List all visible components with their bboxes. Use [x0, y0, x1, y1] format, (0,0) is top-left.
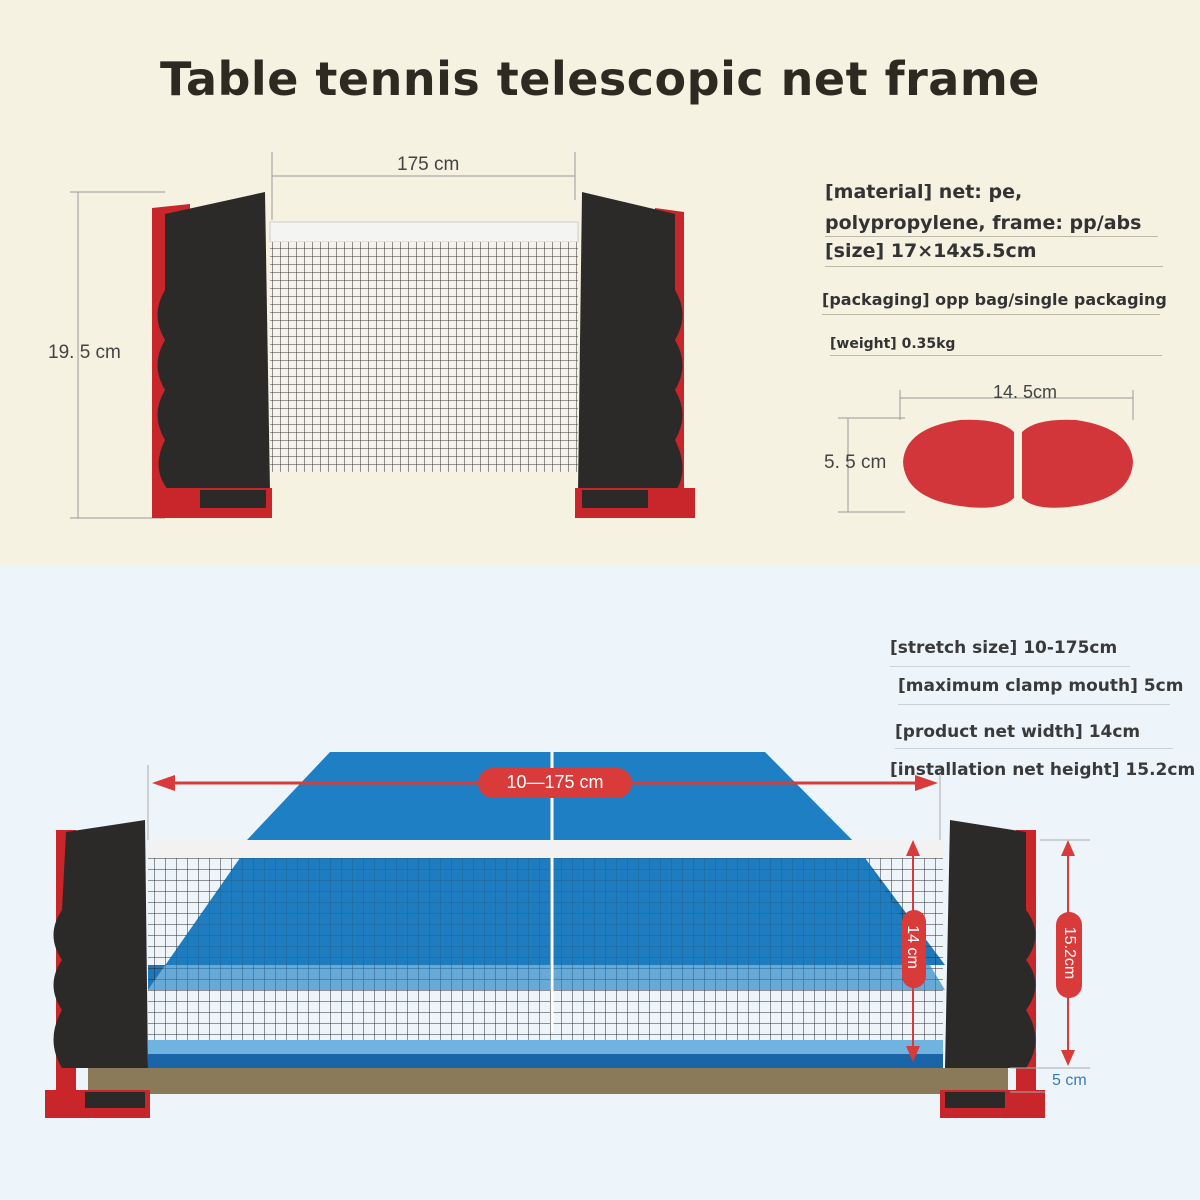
divider: [898, 704, 1170, 705]
bottom-left-net-post: [45, 820, 150, 1118]
stretch-arrow: [147, 765, 941, 840]
clamp-marker: [1010, 1067, 1045, 1093]
width-dimension-label: 175 cm: [397, 154, 460, 175]
net-width-label: 14 cm: [904, 925, 921, 969]
spec-weight: [weight] 0.35kg: [830, 336, 956, 352]
spec-net-height: [installation net height] 15.2cm: [890, 760, 1196, 780]
height-dimension-label: 19. 5 cm: [48, 342, 121, 363]
left-net-post: [152, 192, 272, 518]
spec-stretch-size: [stretch size] 10-175cm: [890, 638, 1118, 658]
clamp-height-label: 5. 5 cm: [824, 452, 887, 473]
net-height-label: 15.2cm: [1061, 926, 1078, 980]
clamp-label: 5 cm: [1052, 1072, 1087, 1089]
spec-material: [material] net: pe,: [825, 181, 1023, 203]
divider: [895, 748, 1173, 749]
spec-size: [size] 17×14x5.5cm: [825, 240, 1037, 262]
divider: [830, 355, 1162, 356]
stretch-label: 10—175 cm: [506, 772, 604, 792]
net-width-marker: [902, 840, 926, 1062]
spec-packaging: [packaging] opp bag/single packaging: [822, 290, 1167, 309]
right-net-post: [575, 192, 695, 518]
width-dimension: [271, 152, 576, 220]
spec-clamp-mouth: [maximum clamp mouth] 5cm: [898, 676, 1184, 696]
table-illustration: [88, 752, 1008, 1094]
height-dimension: [70, 191, 165, 519]
net-height-marker: [1040, 839, 1090, 1069]
page-title: Table tennis telescopic net frame: [160, 52, 1040, 106]
divider: [822, 314, 1160, 315]
divider: [890, 666, 1130, 667]
divider: [825, 236, 1158, 237]
clamp-width-label: 14. 5cm: [993, 382, 1058, 402]
bottom-right-net-post: [940, 820, 1045, 1118]
top-net: [269, 221, 579, 472]
divider: [825, 266, 1163, 267]
clamp-piece: [838, 390, 1134, 513]
spec-net-width: [product net width] 14cm: [895, 722, 1141, 742]
spec-material-cont: polypropylene, frame: pp/abs: [825, 212, 1142, 234]
